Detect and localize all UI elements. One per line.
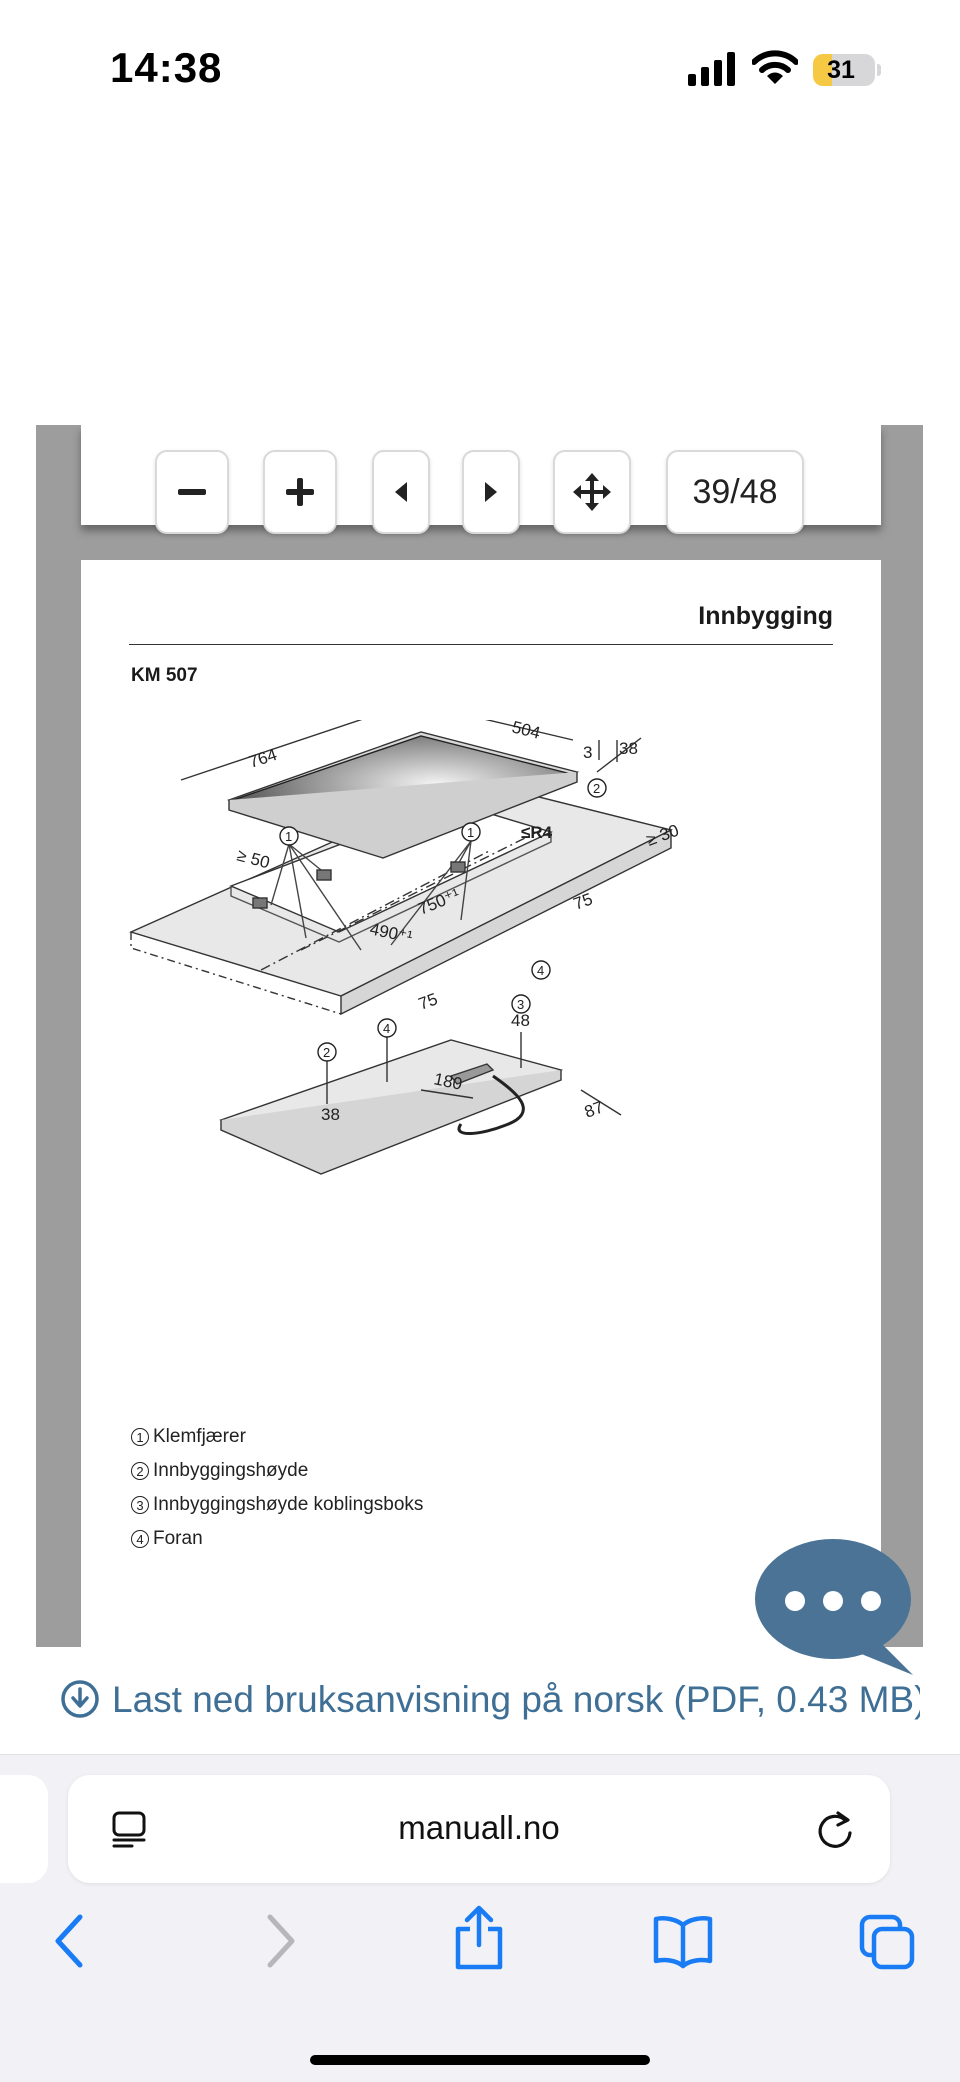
legend-text: Innbyggingshøyde koblingsboks [153, 1494, 424, 1515]
page-counter[interactable]: 39/48 [666, 450, 804, 534]
triangle-right-icon [485, 482, 497, 502]
address-bar[interactable]: manuall.no [68, 1775, 890, 1883]
clock: 14:38 [110, 44, 223, 91]
share-icon[interactable] [452, 1905, 506, 1971]
download-link-text: Last ned bruksanvisning på norsk (PDF, 0… [112, 1679, 920, 1720]
page-menu-icon[interactable] [110, 1809, 150, 1849]
zoom-out-button[interactable] [155, 450, 229, 534]
bookmarks-icon[interactable] [652, 1913, 714, 1969]
manual-page: Innbygging KM 507 [81, 560, 881, 1647]
dim-38: 38 [619, 739, 638, 758]
browser-chrome: manuall.no [0, 1754, 960, 2082]
cellular-signal-icon [688, 52, 735, 86]
legend-item: 4 Foran [131, 1522, 423, 1556]
svg-text:2: 2 [323, 1045, 330, 1060]
battery-nub [877, 64, 881, 76]
callout-4-base: 4 [377, 1018, 397, 1038]
download-manual-link[interactable]: Last ned bruksanvisning på norsk (PDF, 0… [60, 1674, 920, 1754]
download-circle-icon [61, 1680, 99, 1718]
back-icon[interactable] [52, 1913, 88, 1969]
clamp-2 [316, 869, 332, 881]
move-arrows-icon [573, 473, 611, 511]
dim-3: 3 [583, 743, 592, 762]
dim-87: 87 [582, 1097, 606, 1121]
battery-level: 31 [827, 56, 855, 84]
dim-50: ≥ 50 [235, 846, 272, 873]
connection-box [449, 1063, 495, 1085]
reload-icon[interactable] [816, 1807, 856, 1851]
legend-number: 2 [131, 1462, 149, 1480]
pdf-viewer[interactable]: 38 39/48 Innbygging KM 507 [36, 425, 923, 1647]
plus-icon [286, 478, 314, 506]
svg-text:3: 3 [517, 997, 524, 1012]
callout-2-base: 2 [317, 1042, 337, 1062]
legend-number: 4 [131, 1530, 149, 1548]
dim-764: 764 [246, 745, 279, 772]
page-title: Innbygging [698, 602, 833, 630]
tabs-icon[interactable] [858, 1913, 916, 1971]
triangle-left-icon [395, 482, 407, 502]
forward-icon[interactable] [262, 1913, 298, 1969]
svg-text:4: 4 [383, 1021, 390, 1036]
svg-text:1: 1 [467, 825, 474, 840]
countertop-front-edge [340, 828, 672, 1016]
countertop-dashed-edge [130, 932, 342, 1015]
battery-fill [813, 54, 833, 86]
clamp-3 [450, 861, 466, 873]
svg-text:4: 4 [537, 963, 544, 978]
minus-icon [178, 489, 206, 495]
dim-38-base: 38 [321, 1105, 340, 1124]
dim-r4: ≤R4 [521, 823, 553, 842]
callout-1: 1 [279, 826, 299, 846]
status-bar: 14:38 31 [0, 0, 960, 140]
move-button[interactable] [553, 450, 631, 534]
previous-page-button[interactable] [372, 450, 430, 534]
legend-text: Klemfjærer [153, 1426, 246, 1447]
battery-indicator: 31 [813, 54, 881, 86]
title-rule [129, 644, 833, 645]
cable [457, 1074, 525, 1135]
callout-1b: 1 [461, 822, 481, 842]
legend-item: 1 Klemfjærer [131, 1420, 423, 1454]
legend-text: Foran [153, 1528, 203, 1549]
legend-text: Innbyggingshøyde [153, 1460, 309, 1481]
next-page-button[interactable] [462, 450, 520, 534]
legend-number: 3 [131, 1496, 149, 1514]
dim-504: 504 [510, 720, 542, 743]
installation-diagram: 764 504 3 38 ≥ 30 ≥ 50 ≤R4 490⁺¹ 750⁺¹ 7… [129, 720, 681, 1175]
svg-text:2: 2 [593, 781, 600, 796]
speech-bubble-ellipsis-icon[interactable] [755, 1537, 915, 1677]
svg-text:1: 1 [285, 829, 292, 844]
previous-tab[interactable] [0, 1775, 48, 1883]
clamp-1 [252, 897, 268, 909]
home-indicator[interactable] [310, 2055, 650, 2065]
page-counter-text: 39/48 [692, 472, 778, 511]
dim-75-front: 75 [416, 989, 440, 1013]
url-text: manuall.no [398, 1809, 560, 1846]
legend-number: 1 [131, 1428, 149, 1446]
model-name: KM 507 [131, 665, 198, 686]
callout-3: 3 [511, 994, 531, 1014]
dim-48: 48 [511, 1011, 530, 1030]
callout-4: 4 [531, 960, 551, 980]
wifi-icon [752, 50, 798, 84]
legend-item: 2 Innbyggingshøyde [131, 1454, 423, 1488]
legend: 1 Klemfjærer 2 Innbyggingshøyde 3 Innbyg… [131, 1420, 423, 1556]
zoom-in-button[interactable] [263, 450, 337, 534]
callout-2: 2 [587, 778, 607, 798]
legend-item: 3 Innbyggingshøyde koblingsboks [131, 1488, 423, 1522]
